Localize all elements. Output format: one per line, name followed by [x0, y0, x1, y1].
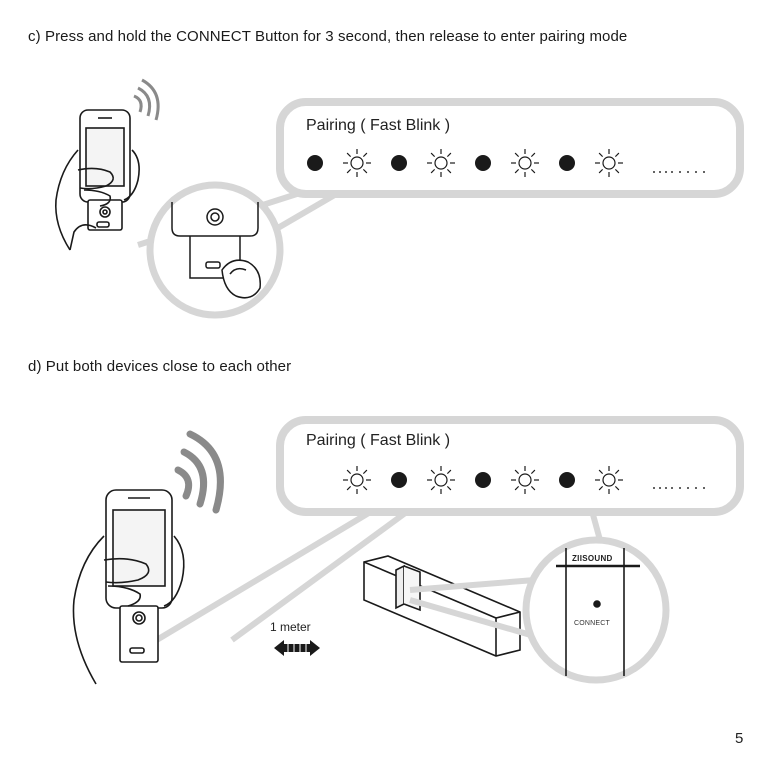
c-callout-label: Pairing ( Fast Blink ) — [306, 117, 450, 135]
d-phone-hand — [73, 490, 183, 684]
c-magnifier-circle — [150, 185, 280, 315]
d-callout-label: Pairing ( Fast Blink ) — [306, 432, 450, 450]
step-c-illustration — [56, 80, 740, 315]
d-led-solid-icon — [475, 472, 491, 488]
c-signal-icon — [134, 80, 158, 120]
c-led-solid-icon — [559, 155, 575, 171]
connect-label: CONNECT — [574, 620, 610, 627]
step-d-title: d) Put both devices close to each other — [28, 358, 291, 375]
c-led-solid-icon — [475, 155, 491, 171]
c-led-solid-icon — [391, 155, 407, 171]
d-led-solid-icon — [559, 472, 575, 488]
c-callout-bubble — [280, 102, 740, 194]
c-phone-hand — [56, 110, 139, 250]
d-signal-icon — [178, 434, 220, 510]
speaker-device — [364, 556, 520, 656]
step-d-illustration — [73, 420, 740, 684]
c-led-solid-icon — [307, 155, 323, 171]
brand-label: ZIISOUND — [572, 554, 613, 563]
distance-label: 1 meter — [270, 620, 311, 634]
step-c-title: c) Press and hold the CONNECT Button for… — [28, 28, 627, 45]
d-led-solid-icon — [391, 472, 407, 488]
connect-button-hole — [594, 601, 600, 607]
distance-arrow — [274, 640, 320, 656]
page-number: 5 — [735, 730, 743, 747]
